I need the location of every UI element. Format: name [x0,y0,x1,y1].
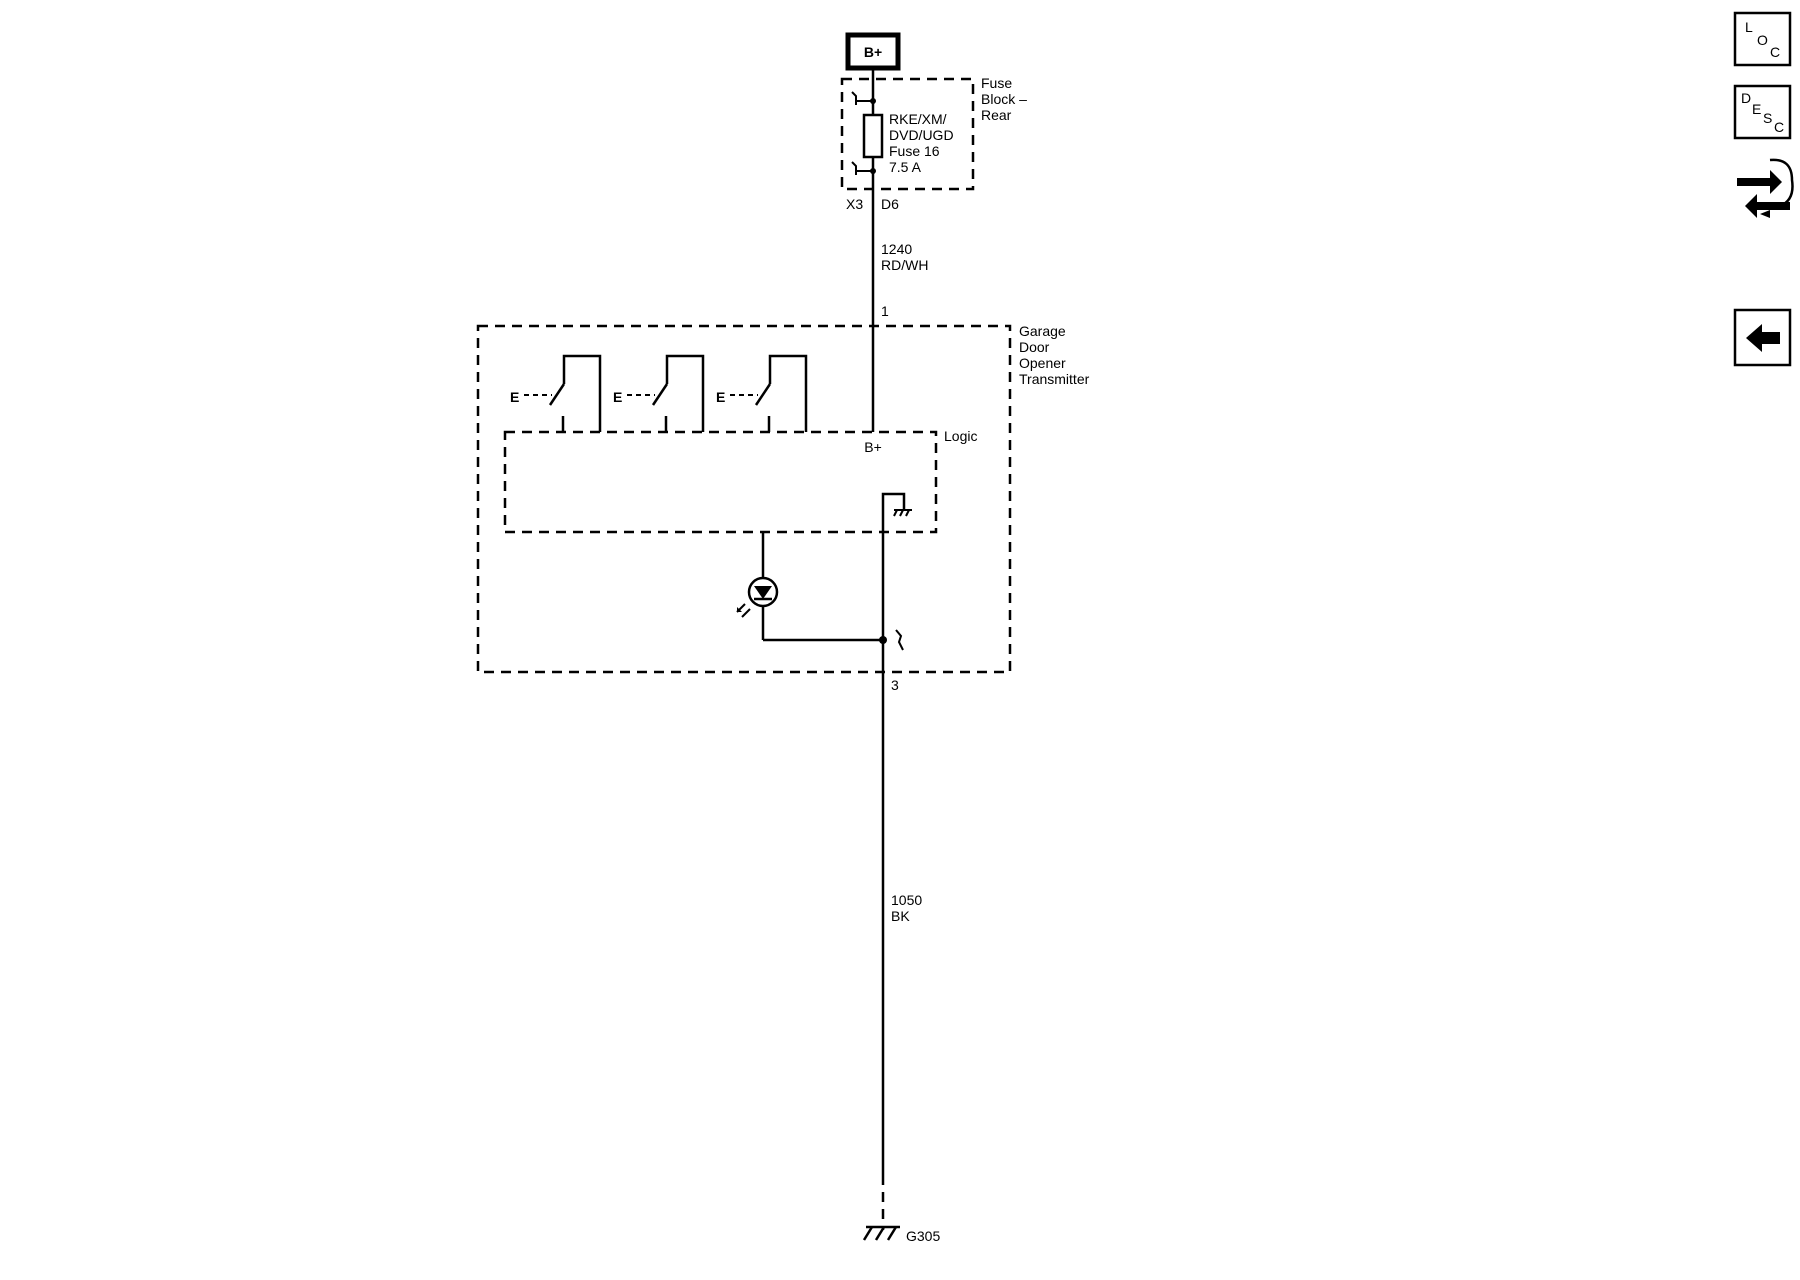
back-arrow-icon [1746,324,1780,352]
gdo-pin-1: 1 [881,303,889,319]
connector-end-view-button[interactable] [1737,158,1794,218]
logic-bplus-label: B+ [864,439,882,455]
gdo-name-line-2: Door [1019,339,1050,355]
switch-1: E [510,354,602,432]
fuse-block-outline [840,77,975,191]
wire-power-circuit: 1240 [881,241,912,257]
logic-block-outline [503,430,938,534]
fuse-block-name-line-2: Block – [981,91,1027,107]
fuse-line-1: RKE/XM/ [889,111,947,127]
loc-letter-o: O [1757,32,1768,48]
back-button[interactable] [1733,308,1792,367]
description-button[interactable]: D E S C [1733,84,1792,140]
gdo-module: Garage Door Opener Transmitter Logic B+ … [476,323,1090,674]
fuse-line-4: 7.5 A [889,159,922,175]
location-button[interactable]: L O C [1733,11,1792,67]
gdo-module-outline [476,324,1012,674]
fuse-line-2: DVD/UGD [889,127,954,143]
gdo-name-line-4: Transmitter [1019,371,1090,387]
power-source: B+ [845,32,901,71]
connector-break-icon [895,629,904,651]
fuse-block-name-line-3: Rear [981,107,1012,123]
desc-letter-d: D [1741,90,1751,106]
loc-letter-l: L [1745,19,1753,35]
ground-label: G305 [906,1228,940,1244]
switch-2: E [613,354,705,432]
loc-letter-c: C [1770,44,1780,60]
switch-2-label: E [613,389,622,405]
gdo-pin-3: 3 [891,677,899,693]
fuse-block: Fuse Block – Rear RKE/XM/ DVD/UGD Fuse 1… [840,68,1027,212]
pin-label: D6 [881,196,899,212]
ground-g305-icon [862,1225,900,1241]
desc-letter-s: S [1763,110,1772,126]
switch-3-label: E [716,389,725,405]
switch-1-label: E [510,389,519,405]
wire-power-color: RD/WH [881,257,928,273]
fuse-block-name-line-1: Fuse [981,75,1012,91]
desc-letter-c: C [1774,119,1784,135]
power-source-label: B+ [864,44,882,60]
fuse-line-3: Fuse 16 [889,143,940,159]
wire-ground-color: BK [891,908,910,924]
led-indicator-icon [736,532,779,640]
gdo-name-line-3: Opener [1019,355,1066,371]
gdo-name-line-1: Garage [1019,323,1066,339]
connector-label: X3 [846,196,863,212]
connector-end-view-icon [1737,158,1794,218]
switch-3: E [716,354,808,432]
desc-letter-e: E [1752,101,1761,117]
wire-ground-circuit: 1050 [891,892,922,908]
logic-label: Logic [944,428,977,444]
fuse-icon [862,113,884,159]
logic-ground-icon [881,492,912,532]
